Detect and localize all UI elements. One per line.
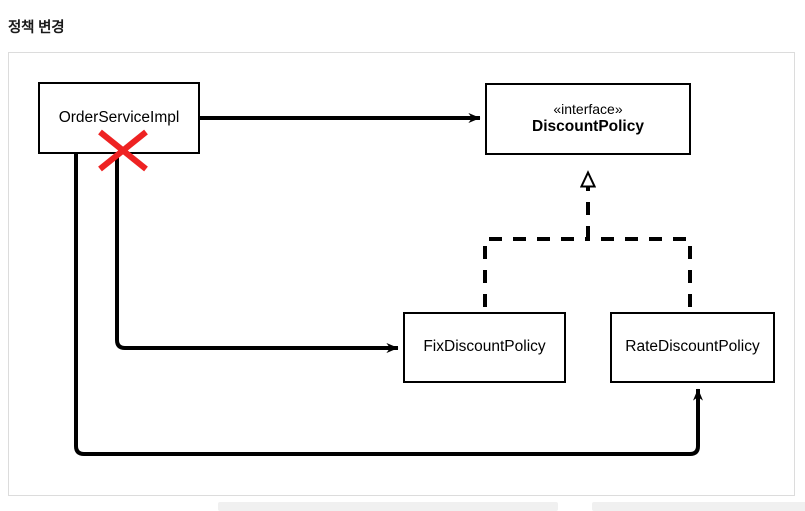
class-name-rate-discount-policy: RateDiscountPolicy	[625, 338, 760, 356]
page-content-strip	[218, 502, 558, 511]
diagram-panel: OrderServiceImpl «interface» DiscountPol…	[8, 52, 795, 496]
stereotype-interface: «interface»	[553, 101, 623, 117]
class-name-discount-policy: DiscountPolicy	[532, 118, 644, 136]
class-name-order-service-impl: OrderServiceImpl	[58, 108, 180, 126]
edge-osi-to-fixdiscountpolicy	[115, 154, 399, 354]
class-box-order-service-impl[interactable]: OrderServiceImpl	[38, 82, 200, 154]
page-content-strip	[592, 502, 805, 511]
class-box-rate-discount-policy[interactable]: RateDiscountPolicy	[610, 312, 775, 383]
edge-osi-to-ratediscountpolicy	[74, 154, 704, 456]
edge-realization-tree	[483, 172, 692, 307]
page-title: 정책 변경	[8, 20, 65, 36]
class-name-fix-discount-policy: FixDiscountPolicy	[423, 338, 546, 356]
class-box-discount-policy[interactable]: «interface» DiscountPolicy	[485, 83, 691, 155]
diagram-connector-canvas	[74, 113, 704, 456]
class-box-fix-discount-policy[interactable]: FixDiscountPolicy	[403, 312, 566, 383]
